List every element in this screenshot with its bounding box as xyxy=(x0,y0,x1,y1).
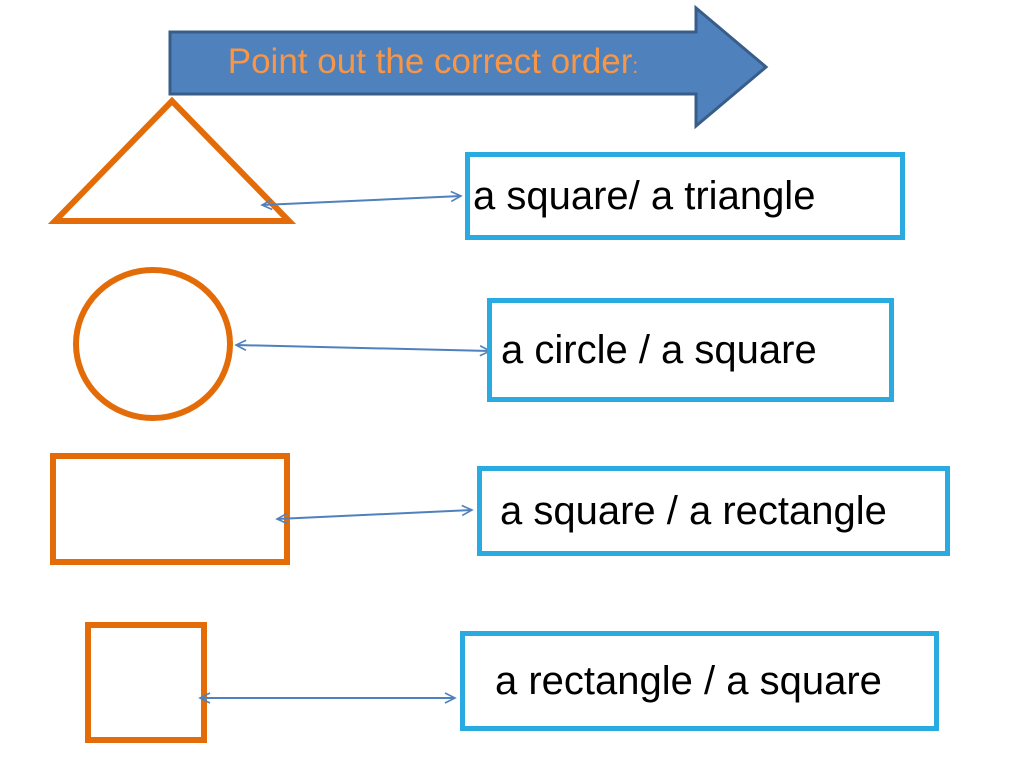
answer-box-rectangle[interactable]: a square / a rectangle xyxy=(477,466,950,556)
answer-box-square-label: a rectangle / a square xyxy=(495,658,882,703)
answer-box-square[interactable]: a rectangle / a square xyxy=(460,631,939,731)
title-banner-arrow-shape xyxy=(168,4,769,130)
answer-box-circle-label: a circle / a square xyxy=(501,327,817,372)
circle-shape xyxy=(73,267,233,421)
connector-triangle xyxy=(260,190,463,211)
triangle-shape xyxy=(47,96,297,224)
square-shape xyxy=(85,622,207,743)
answer-box-triangle[interactable]: a square/ a triangle xyxy=(465,152,905,240)
page-title-colon: : xyxy=(632,55,639,78)
connector-circle xyxy=(234,339,492,357)
answer-box-rectangle-label: a square / a rectangle xyxy=(500,488,887,533)
rectangle-shape xyxy=(50,453,290,565)
page-title: Point out the correct order: xyxy=(170,31,696,93)
connector-rectangle xyxy=(275,504,474,525)
page-title-text: Point out the correct order xyxy=(227,42,633,81)
answer-box-circle[interactable]: a circle / a square xyxy=(487,298,894,402)
answer-box-triangle-label: a square/ a triangle xyxy=(473,173,816,218)
